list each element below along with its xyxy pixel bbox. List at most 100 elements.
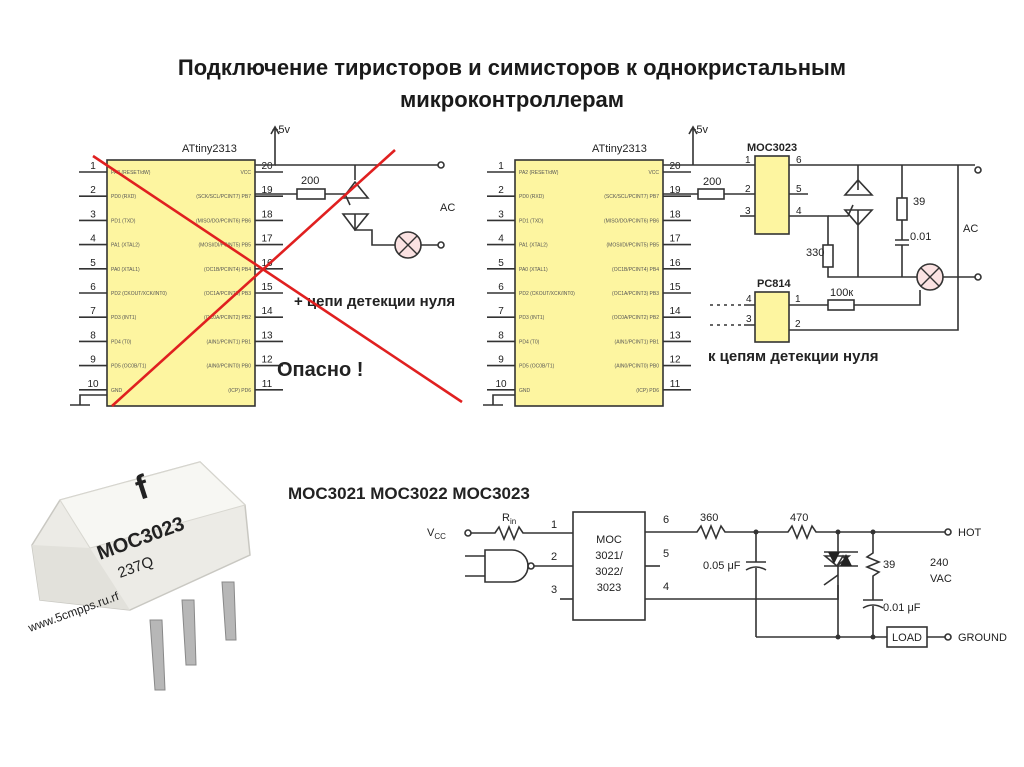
right-mcu-pin-label-right: (ICP) PD6 bbox=[636, 388, 659, 394]
left-resistor-label: 200 bbox=[301, 175, 319, 187]
left-mcu-pin-label-right: (MOSI/DI/PCINT5) PB5 bbox=[198, 243, 251, 249]
right-triac-gate bbox=[828, 204, 854, 217]
left-mcu-pin-label-right: (AIN1/PCINT1) PB1 bbox=[207, 339, 252, 345]
right-optocoupler-name: MOC3023 bbox=[747, 142, 797, 154]
left-mcu-pin-label-right: (ICP) PD6 bbox=[228, 388, 251, 394]
left-mcu-pin-label-left: PD0 (RXD) bbox=[111, 194, 136, 200]
photo-lead-1 bbox=[149, 619, 166, 691]
right-mcu-pin-label-right: (OC0A/PCINT2) PB2 bbox=[612, 315, 659, 321]
right-ac-label: AC bbox=[963, 223, 978, 235]
moc-chip bbox=[572, 511, 646, 621]
slide-title: Подключение тиристоров и симисторов к од… bbox=[60, 52, 964, 116]
right-lamp-cross bbox=[920, 267, 940, 287]
right-gate-wire bbox=[808, 215, 829, 245]
left-mcu-pin-label-left: PD2 (CKOUT/XCK/INT0) bbox=[111, 291, 167, 297]
left-mcu-pin-label-right: VCC bbox=[240, 170, 251, 176]
right-mcu-pin-number-right: 11 bbox=[670, 379, 681, 390]
junction-snubber-bottom bbox=[870, 634, 876, 640]
bottom-schematic-header: MOC3021 MOC3022 MOC3023 bbox=[288, 484, 530, 503]
right-mcu-pin-label-left: PA0 (XTAL1) bbox=[519, 267, 548, 273]
left-mcu-pin-number-right: 16 bbox=[261, 258, 273, 269]
right-mcu-pin-number-right: 15 bbox=[669, 282, 681, 293]
right-detector-pin-3: 3 bbox=[746, 314, 752, 325]
left-mcu-pin-number-left: 4 bbox=[90, 234, 96, 245]
ground-label: GROUND bbox=[958, 632, 1007, 644]
left-mcu-pin-number-left: 2 bbox=[90, 185, 96, 196]
danger-cross-icon bbox=[92, 149, 463, 407]
nand-gate-icon bbox=[484, 549, 529, 583]
left-mcu-pin-label-right: (OC1A/PCINT3) PB3 bbox=[204, 291, 251, 297]
left-mcu-pin-number-left: 8 bbox=[90, 330, 96, 341]
left-mcu-pin-number-left: 6 bbox=[90, 282, 96, 293]
moc-chip-line-4: 3023 bbox=[597, 582, 621, 594]
moc-pin-3: 3 bbox=[551, 584, 557, 596]
right-mcu-pin-label-left: PD4 (T0) bbox=[519, 339, 540, 345]
vcc-label: VCC bbox=[427, 527, 446, 541]
right-optocoupler bbox=[754, 155, 790, 235]
right-mcu-pin-number-left: 9 bbox=[498, 355, 504, 366]
danger-label: Опасно ! bbox=[277, 359, 363, 381]
right-mcu-pin-label-right: (AIN1/PCINT1) PB1 bbox=[615, 339, 660, 345]
snubber-r3-c2 bbox=[838, 531, 945, 637]
right-mcu-pin-label-left: PA1 (XTAL2) bbox=[519, 243, 548, 249]
slide-title-line-2: микроконтроллерам bbox=[399, 87, 625, 112]
left-supply-label: +5v bbox=[272, 124, 291, 136]
moc-chip-line-1: MOC bbox=[596, 534, 622, 546]
right-mcu-chip bbox=[514, 159, 664, 407]
left-mcu-pin-label-right: (AIN0/PCINT0) PB0 bbox=[207, 364, 252, 370]
left-mcu-pin-label-left: PA0 (XTAL1) bbox=[111, 267, 140, 273]
left-mcu-name: ATtiny2313 bbox=[182, 143, 237, 155]
optocoupler-photo: f MOC3023 237Q www.5cmpps.ru.rf bbox=[25, 461, 251, 691]
left-mcu-pin-label-right: (OC0A/PCINT2) PB2 bbox=[204, 315, 251, 321]
bottom-triac-icon bbox=[822, 532, 858, 637]
right-detector-pin-2: 2 bbox=[795, 319, 801, 330]
ground-terminal bbox=[944, 633, 952, 641]
moc-chip-line-2: 3021/ bbox=[595, 550, 623, 562]
left-ac-label: AC bbox=[440, 202, 455, 214]
right-mcu-pin-number-right: 16 bbox=[669, 258, 681, 269]
rin-label: Rin bbox=[502, 512, 516, 526]
left-zero-detect-note: + цепи детекции нуля bbox=[294, 293, 455, 310]
left-mcu-pin-number-right: 13 bbox=[261, 330, 273, 341]
photo-lead-3 bbox=[221, 581, 237, 641]
hot-terminal bbox=[944, 528, 952, 536]
left-mcu-pin-number-left: 5 bbox=[90, 258, 96, 269]
right-mcu-pin-label-left: PD3 (INT1) bbox=[519, 315, 545, 321]
left-mcu-pin-label-left: PD5 (OC0B/T1) bbox=[111, 364, 147, 370]
left-mcu-pin-label-left: GND bbox=[111, 388, 123, 394]
right-mcu-pin-number-right: 13 bbox=[669, 330, 681, 341]
right-supply-arrow-icon bbox=[688, 125, 698, 135]
left-mcu-chip bbox=[106, 159, 256, 407]
right-cap-label: 0.01 bbox=[910, 231, 931, 243]
right-gate-bottom-wire bbox=[827, 267, 920, 278]
right-resistor-100k-label: 100к bbox=[830, 287, 853, 299]
right-mcu-pin-number-right: 14 bbox=[669, 306, 681, 317]
r1-label: 360 bbox=[700, 512, 718, 524]
moc-pin-5: 5 bbox=[663, 548, 669, 560]
r3-label: 39 bbox=[883, 559, 895, 571]
moc-chip-line-3: 3022/ bbox=[595, 566, 623, 578]
right-triac-icon bbox=[843, 165, 874, 277]
right-detector-name: PC814 bbox=[757, 278, 792, 290]
c1-label: 0.05 μF bbox=[703, 560, 741, 572]
right-resistor-39-label: 39 bbox=[913, 196, 925, 208]
left-mcu-pin-number-left: 7 bbox=[90, 306, 96, 317]
left-mcu-pin-label-right: (SCK/SCL/PCINT7) PB7 bbox=[196, 194, 251, 200]
left-mcu-pin-number-right: 14 bbox=[261, 306, 273, 317]
left-resistor-200 bbox=[296, 188, 326, 200]
right-mcu-pin-number-right: 17 bbox=[669, 234, 681, 245]
load-label: LOAD bbox=[892, 632, 922, 644]
right-mcu-pin-number-left: 2 bbox=[498, 185, 504, 196]
right-resistor-330-label: 330 bbox=[806, 247, 824, 259]
right-mcu-pin-label-right: (OC1B/PCINT4) PB4 bbox=[612, 267, 659, 273]
photo-chip-top bbox=[59, 461, 246, 549]
left-mcu-pin-label-left: PD4 (T0) bbox=[111, 339, 132, 345]
left-mcu-pin-number-right: 11 bbox=[262, 379, 273, 390]
right-resistor-200 bbox=[697, 188, 725, 200]
nand-gate-leads bbox=[465, 555, 573, 577]
right-mcu-pin-label-right: VCC bbox=[648, 170, 659, 176]
